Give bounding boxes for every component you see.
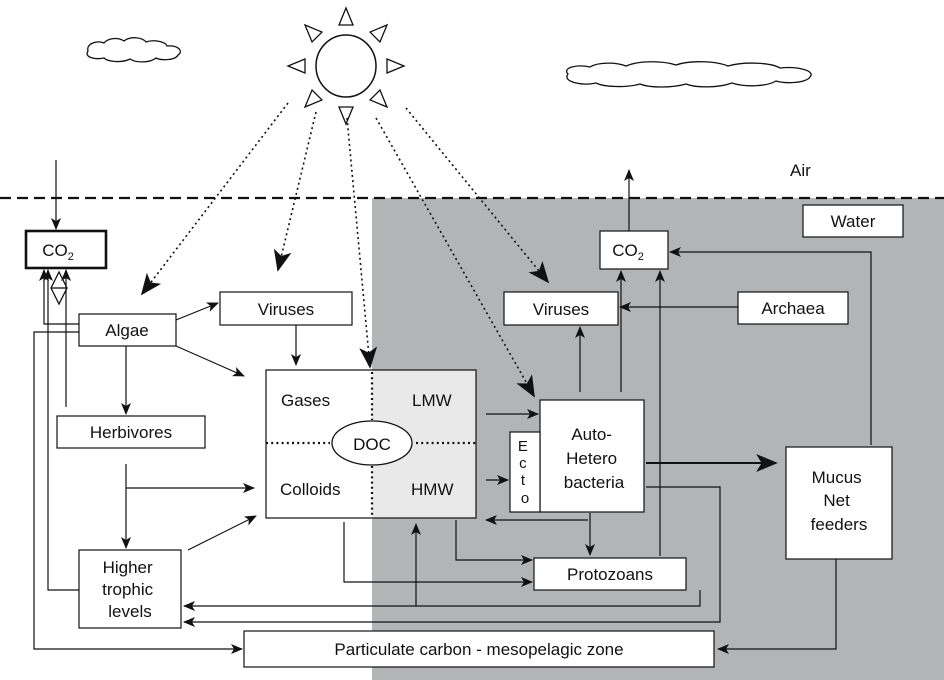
- herbivores-label: Herbivores: [90, 423, 172, 442]
- viruses-left-box: [219, 291, 353, 326]
- water-label: Water: [831, 212, 876, 231]
- ecto-label: E c t o: [518, 438, 532, 507]
- particulate-carbon-box: [243, 630, 715, 668]
- archaea-label: Archaea: [761, 299, 825, 318]
- viruses-left-label: Viruses: [258, 300, 314, 319]
- doc-ellipse: [331, 420, 413, 466]
- cloud-icon: [565, 61, 812, 88]
- water-label-box: [802, 204, 904, 238]
- doc-label: DOC: [353, 435, 391, 454]
- algae-label: Algae: [105, 321, 148, 340]
- air-label: Air: [790, 161, 811, 180]
- mucus-net-feeders-label: Mucus Net feeders: [811, 468, 868, 534]
- algae-box: [78, 313, 177, 347]
- equilibrium-icon: [50, 270, 68, 306]
- gases-label: Gases: [281, 391, 330, 410]
- viruses-right-box: [503, 291, 619, 326]
- co2-water-box: [599, 230, 669, 270]
- sunlight-arrows: [140, 102, 550, 398]
- cloud-icon: [86, 37, 181, 63]
- mucus-net-feeders-box: [785, 446, 893, 560]
- herbivores-box: [56, 415, 206, 449]
- protozoans-label: Protozoans: [567, 565, 653, 584]
- viruses-right-label: Viruses: [533, 300, 589, 319]
- higher-trophic-label: Higher trophic levels: [102, 558, 158, 621]
- archaea-box: [737, 291, 849, 325]
- co2-left-label: CO2: [42, 241, 74, 263]
- lmw-label: LMW: [412, 391, 452, 410]
- sun-icon: [286, 6, 406, 126]
- bacteria-label: Auto- Hetero bacteria: [564, 425, 625, 492]
- co2-atmosphere-box: [24, 229, 108, 270]
- hmw-label: HMW: [411, 480, 453, 499]
- flow-arrows: [33, 160, 872, 654]
- particulate-carbon-label: Particulate carbon - mesopelagic zone: [334, 640, 623, 659]
- protozoans-box: [533, 557, 687, 591]
- bacteria-box: [539, 399, 645, 513]
- colloids-label: Colloids: [280, 480, 340, 499]
- co2-right-label: CO2: [612, 241, 644, 263]
- ecto-box: [509, 431, 541, 513]
- higher-trophic-box: [78, 549, 182, 629]
